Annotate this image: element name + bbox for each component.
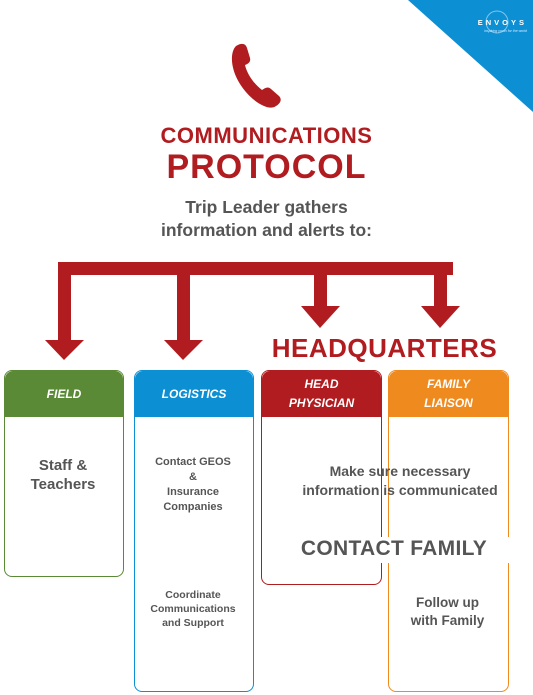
family-liaison-header-line2: LIAISON — [424, 396, 473, 410]
head-physician-header-line2: PHYSICIAN — [288, 396, 355, 410]
distribution-arrows — [45, 262, 460, 360]
logistics-box: LOGISTICS — [134, 370, 254, 692]
globe-icon — [485, 10, 509, 34]
logistics-step1-line3: Insurance — [167, 486, 219, 498]
shared-instruction: Make sure necessary information is commu… — [262, 462, 533, 500]
intro-text: Trip Leader gathers information and aler… — [0, 196, 533, 242]
logistics-step2: Coordinate Communications and Support — [134, 588, 252, 630]
title-line1: COMMUNICATIONS — [160, 123, 373, 148]
intro-line2: information and alerts to: — [161, 220, 372, 240]
phone-icon — [231, 43, 281, 108]
contact-family: CONTACT FAMILY — [262, 537, 526, 563]
logistics-step1-line4: Companies — [163, 501, 223, 513]
logistics-step2-line2: Communications — [150, 603, 236, 615]
logistics-step2-line1: Coordinate — [165, 589, 221, 601]
brand-name: ENVOYS — [477, 18, 527, 27]
field-body-line2: Teachers — [30, 476, 96, 493]
follow-up-line1: Follow up — [416, 595, 479, 610]
family-liaison-header: FAMILY LIAISON — [389, 371, 508, 417]
logistics-header-label: LOGISTICS — [161, 386, 227, 401]
head-physician-header-line1: HEAD — [304, 377, 339, 391]
title-line2: PROTOCOL — [166, 148, 367, 186]
field-body-line1: Staff & — [38, 457, 88, 474]
follow-up-line2: with Family — [410, 613, 485, 628]
head-physician-header: HEAD PHYSICIAN — [262, 371, 381, 417]
field-body: Staff & Teachers — [4, 456, 122, 494]
family-liaison-box: FAMILY LIAISON — [388, 370, 509, 692]
field-box: FIELD — [4, 370, 124, 577]
shared-instruction-line2: information is communicated — [302, 482, 498, 498]
logistics-header: LOGISTICS — [135, 371, 253, 417]
shared-instruction-line1: Make sure necessary — [329, 463, 471, 479]
follow-up: Follow up with Family — [388, 594, 507, 630]
logistics-step1-line1: Contact GEOS — [155, 456, 231, 468]
intro-line1: Trip Leader gathers — [185, 197, 348, 217]
brand-corner-triangle — [408, 0, 533, 112]
family-liaison-header-line1: FAMILY — [426, 377, 471, 391]
logistics-step1: Contact GEOS & Insurance Companies — [134, 455, 252, 515]
field-header: FIELD — [5, 371, 123, 417]
field-header-label: FIELD — [46, 386, 82, 401]
headquarters-label: HEADQUARTERS — [271, 333, 498, 363]
logistics-step1-line2: & — [189, 471, 197, 483]
brand-tagline: inspiring youth for the world — [484, 29, 527, 33]
logistics-step2-line3: and Support — [162, 617, 224, 629]
